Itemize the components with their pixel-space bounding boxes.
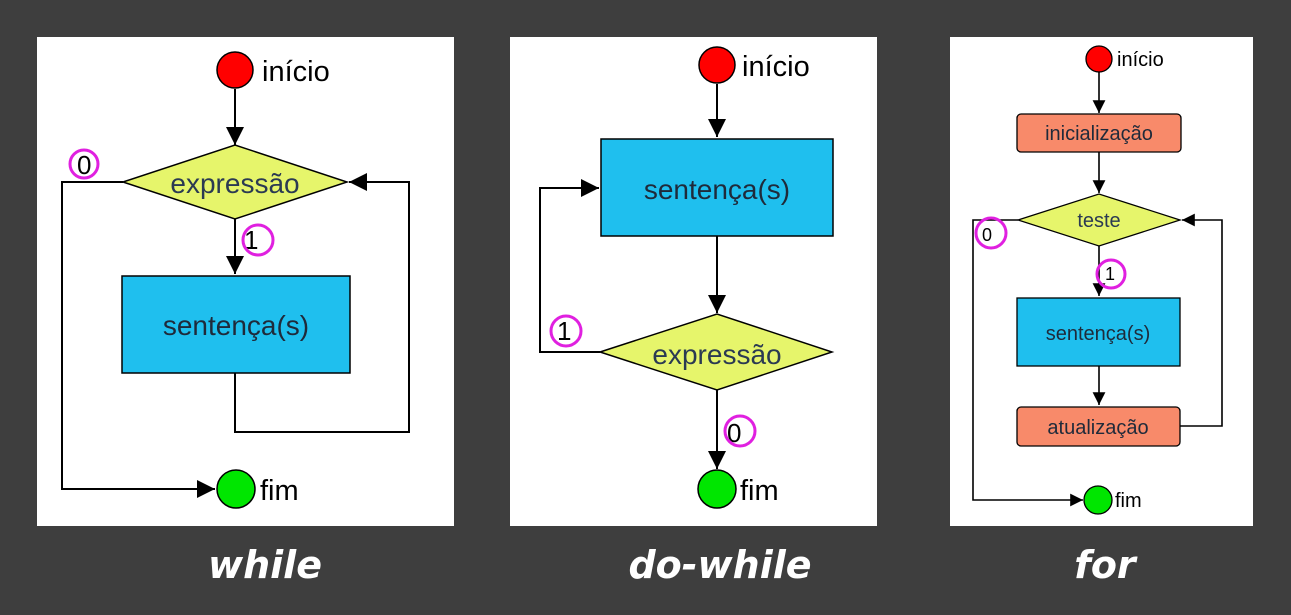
do-while-flowchart: início sentença(s) expressão fim 1 0 <box>539 46 835 509</box>
while-start-label: início <box>262 56 330 88</box>
for-false-marker <box>974 216 1008 250</box>
for-init-label: inicialização <box>1045 123 1153 145</box>
for-body-label: sentença(s) <box>1046 323 1151 345</box>
while-false-marker <box>68 148 100 180</box>
for-update-label: atualização <box>1047 417 1148 439</box>
while-decision-diamond <box>120 144 350 220</box>
do-while-true-label: 1 <box>557 316 571 346</box>
do-while-true-marker <box>549 314 583 348</box>
while-end-node <box>216 469 256 509</box>
while-body-label: sentença(s) <box>163 310 309 341</box>
for-flowchart-panel: início inicialização teste sentença(s) a… <box>950 37 1253 526</box>
for-start-label: início <box>1117 49 1164 71</box>
for-start-node <box>1085 45 1113 73</box>
for-body-box <box>1016 297 1181 367</box>
while-body-box <box>121 275 351 374</box>
for-false-label: 0 <box>982 225 992 245</box>
while-false-exit-path <box>61 181 215 498</box>
do-while-end-label: fim <box>740 475 779 507</box>
while-start-node <box>216 51 254 89</box>
for-decision-diamond <box>1015 193 1183 247</box>
do-while-decision-label: expressão <box>652 339 781 370</box>
do-while-caption: do-while <box>628 543 812 587</box>
for-flowchart: início inicialização teste sentença(s) a… <box>972 45 1223 515</box>
for-loop-back-path <box>1180 213 1223 427</box>
do-while-loop-back-path <box>539 179 600 353</box>
while-end-label: fim <box>260 475 299 507</box>
for-end-node <box>1083 485 1113 515</box>
for-true-label: 1 <box>1105 264 1115 284</box>
for-true-marker <box>1095 258 1127 290</box>
for-end-label: fim <box>1115 490 1142 512</box>
do-while-start-label: início <box>742 51 810 83</box>
do-while-body-box <box>600 138 834 237</box>
while-flowchart: início expressão sentença(s) fim 0 1 <box>61 51 410 509</box>
while-decision-label: expressão <box>170 168 299 199</box>
while-loop-back-path <box>234 173 410 433</box>
do-while-decision-diamond <box>597 313 835 391</box>
while-caption: while <box>208 543 322 587</box>
do-while-start-node <box>698 46 736 84</box>
do-while-flowchart-panel: início sentença(s) expressão fim 1 0 <box>510 37 877 526</box>
do-while-false-label: 0 <box>727 418 741 448</box>
do-while-body-label: sentença(s) <box>644 174 790 205</box>
while-flowchart-panel: início expressão sentença(s) fim 0 1 <box>37 37 454 526</box>
for-caption: for <box>1074 543 1136 587</box>
while-false-label: 0 <box>77 150 91 180</box>
for-decision-label: teste <box>1077 210 1120 232</box>
while-true-label: 1 <box>244 225 258 255</box>
do-while-false-marker <box>723 414 757 448</box>
while-true-marker <box>241 223 275 257</box>
do-while-end-node <box>697 469 737 509</box>
